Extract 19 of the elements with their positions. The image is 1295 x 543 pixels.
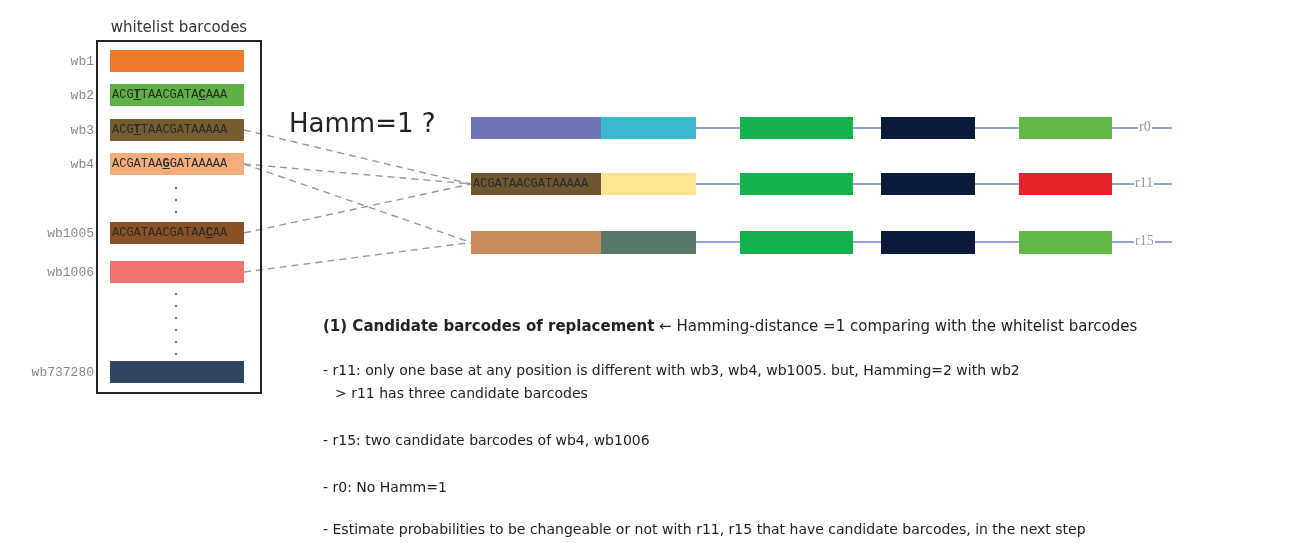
match-line [243,183,472,234]
section-heading: (1) Candidate barcodes of replacement ← Hamming-distance =1 comparing with the whitelist barcodes [322,317,1139,335]
note-text: - r15: two candidate barcodes of wb4, wb1006 [322,432,651,448]
note-text: - Estimate probabilities to be changeable or not with r11, r15 that have candidate barcodes, in the next step [322,521,1087,537]
note-text: - r11: only one base at any position is different with wb3, wb4, wb1005. but, Hamming=2 with wb2 [322,362,1021,378]
barcode-id: wb1006 [47,264,94,280]
barcode-id: wb4 [70,156,94,172]
match-line [243,129,472,185]
barcode-id: wb3 [70,122,94,138]
barcode-id: wb1 [70,53,94,69]
barcode-id: wb2 [70,87,94,103]
note-text: - r0: No Hamm=1 [322,479,448,495]
note-text: > r11 has three candidate barcodes [334,385,589,401]
barcode-id: wb1005 [47,225,94,241]
barcode-bar [471,117,601,139]
list-heading: whitelist barcodes [109,18,249,36]
barcode-bar [471,231,601,254]
barcode-id: wb737280 [31,364,94,380]
sequence-bar: ACGATAACGATAAAAA [471,173,601,195]
